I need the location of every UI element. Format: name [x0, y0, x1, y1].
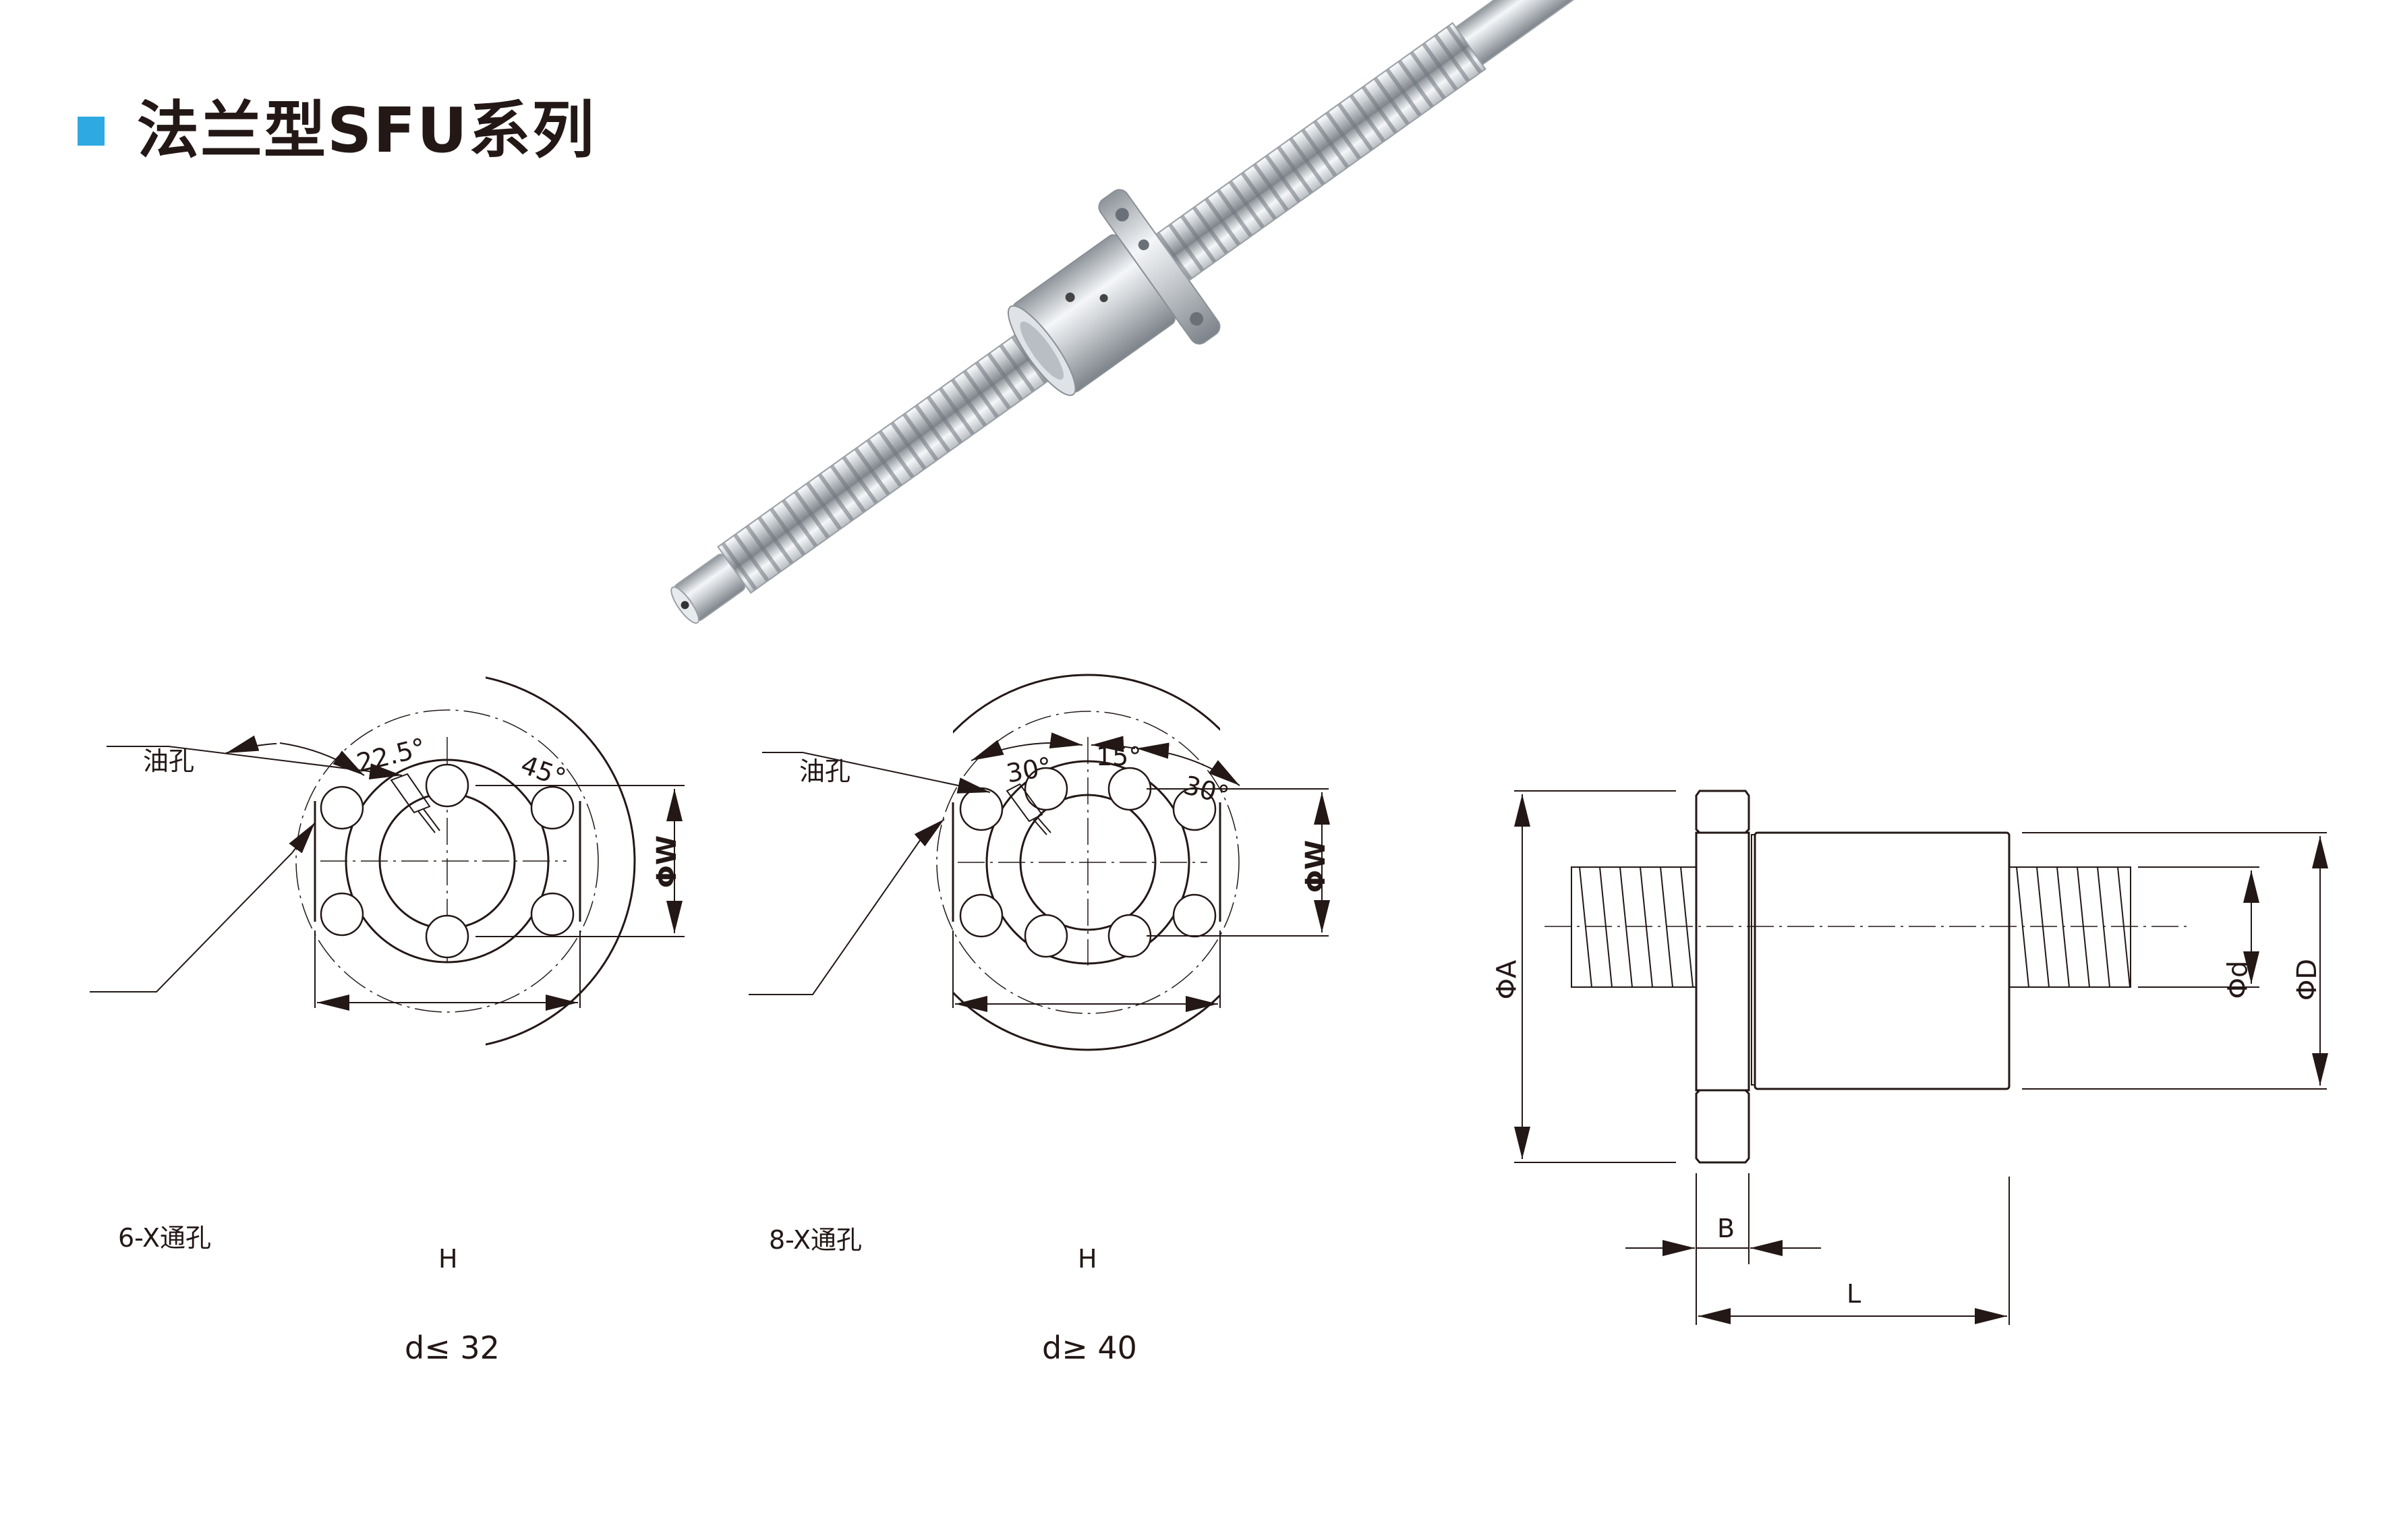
page-title: 法兰型SFU系列 [137, 94, 596, 167]
ball-screw-photo [670, 0, 1577, 624]
caption-d-ge-40: d≥ 40 [1042, 1330, 1137, 1366]
through-hole-label-8: 8-X通孔 [769, 1225, 863, 1255]
oil-hole-label-2: 油孔 [799, 757, 851, 786]
flange-front-view-6-hole [90, 676, 685, 1046]
oil-hole-label-1: 油孔 [143, 746, 195, 776]
height-label-2: H [1078, 1244, 1097, 1274]
caption-d-le-32: d≤ 32 [405, 1330, 500, 1366]
flange-thickness-label: B [1717, 1214, 1735, 1243]
flange-diameter-label: ΦA [1491, 959, 1523, 1000]
angle-label-15: 15° [1096, 742, 1142, 771]
width-label-1: ΦW [652, 835, 683, 889]
screw-diameter-label: Φd [2222, 960, 2254, 999]
through-hole-label-6: 6-X通孔 [118, 1223, 212, 1253]
flange-front-view-8-hole [749, 674, 1330, 1051]
section-title: 法兰型SFU系列 [78, 100, 596, 162]
body-diameter-label: ΦD [2292, 958, 2323, 1001]
width-label-2: ΦW [1300, 839, 1332, 893]
length-label: L [1847, 1279, 1861, 1309]
title-bullet-icon [78, 116, 105, 146]
height-label-1: H [438, 1244, 458, 1274]
nut-side-view [1514, 790, 2328, 1325]
